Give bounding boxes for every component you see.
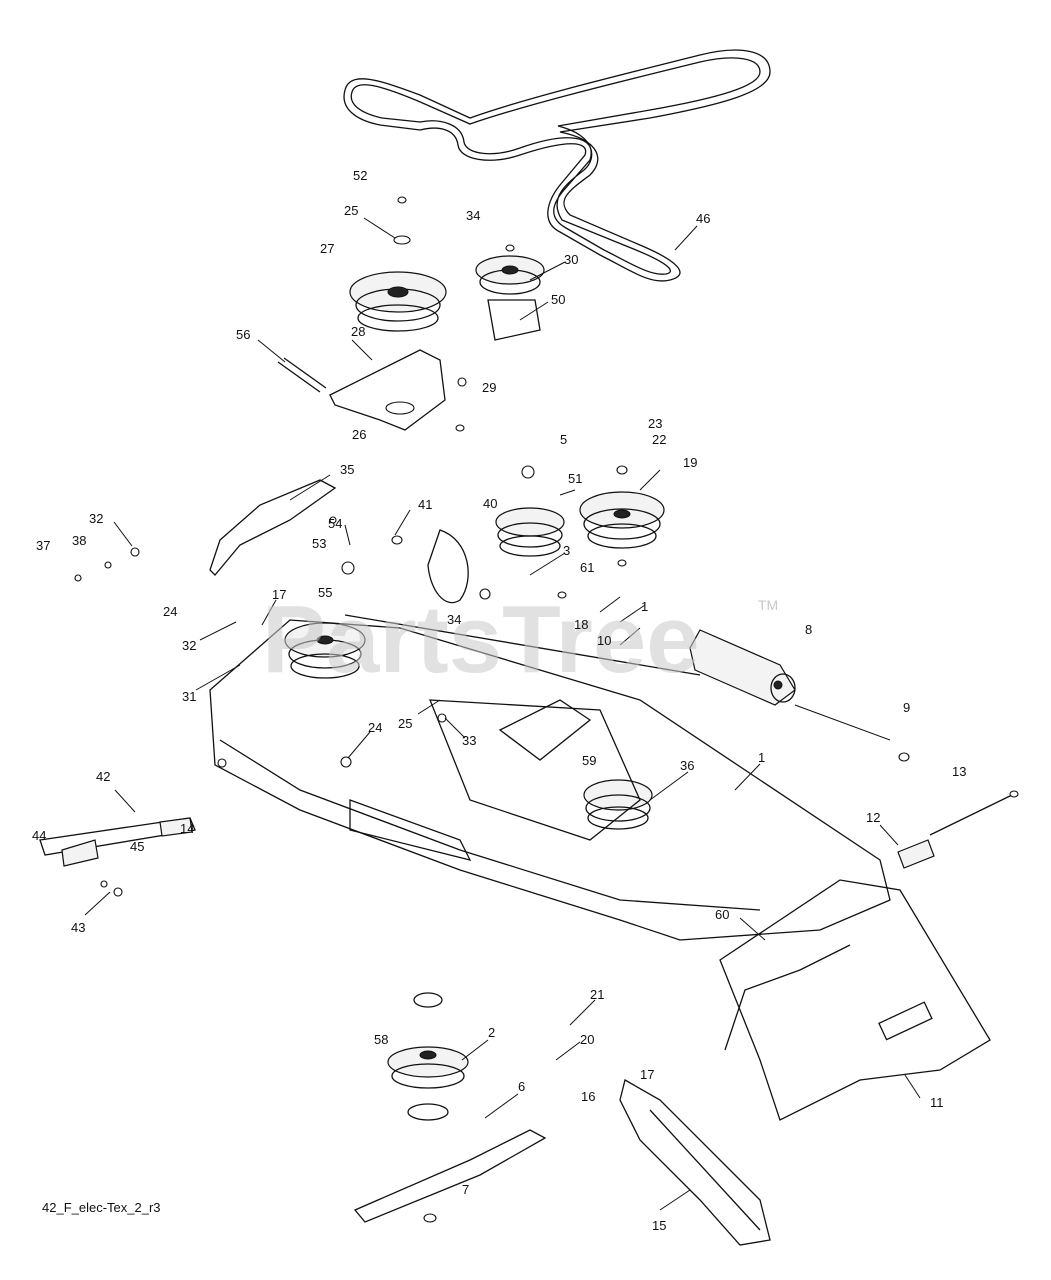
callout-24-left: 24	[163, 604, 177, 619]
callout-11: 11	[930, 1095, 944, 1110]
callout-1-mid: 1	[758, 750, 765, 765]
callout-56: 56	[236, 327, 250, 342]
callout-27: 27	[320, 241, 334, 256]
callout-14: 14	[180, 821, 194, 836]
callout-29: 29	[482, 380, 496, 395]
diagram-code-caption: 42_F_elec-Tex_2_r3	[42, 1200, 161, 1215]
deck-pulley-40	[495, 507, 565, 557]
callout-34: 34	[466, 208, 480, 223]
callout-22: 22	[652, 432, 666, 447]
idler-pulley-upper-left	[349, 271, 447, 332]
callout-19: 19	[683, 455, 697, 470]
callout-10: 10	[597, 633, 611, 648]
leader-lines	[84, 217, 921, 1211]
callout-59: 59	[582, 753, 596, 768]
callout-50: 50	[551, 292, 565, 307]
callout-3: 3	[563, 543, 570, 558]
callout-41: 41	[418, 497, 432, 512]
callout-43: 43	[71, 920, 85, 935]
callout-8: 8	[805, 622, 812, 637]
callout-33: 33	[462, 733, 476, 748]
callout-labels: 52 25 34 27 30 46 50 56 28 29 26 23 22 5…	[32, 168, 966, 1233]
callout-54: 54	[328, 516, 342, 531]
deck-pulley-59	[583, 779, 653, 830]
callout-15: 15	[652, 1218, 666, 1233]
callout-16: 16	[581, 1089, 595, 1104]
baffle	[619, 1079, 771, 1246]
callout-23: 23	[648, 416, 662, 431]
drive-belt	[343, 49, 771, 282]
callout-35: 35	[340, 462, 354, 477]
callout-51: 51	[568, 471, 582, 486]
callout-31: 31	[182, 689, 196, 704]
callout-25-mid: 25	[398, 716, 412, 731]
callout-6: 6	[518, 1079, 525, 1094]
watermark-trademark: TM	[758, 597, 778, 613]
callout-5: 5	[560, 432, 567, 447]
deck-pulley-55	[284, 622, 366, 679]
callout-30: 30	[564, 252, 578, 267]
callout-13: 13	[952, 764, 966, 779]
callout-25: 25	[344, 203, 358, 218]
callout-46: 46	[696, 211, 710, 226]
spacer-12	[897, 839, 935, 869]
callout-17-bottom: 17	[640, 1067, 654, 1082]
callout-17-top: 17	[272, 587, 286, 602]
mower-deck	[209, 614, 891, 941]
callout-26: 26	[352, 427, 366, 442]
callout-40: 40	[483, 496, 497, 511]
callout-37: 37	[36, 538, 50, 553]
spring	[277, 357, 327, 393]
discharge-chute	[719, 879, 991, 1121]
belt-guard	[209, 479, 469, 604]
callout-20: 20	[580, 1032, 594, 1047]
callout-18: 18	[574, 617, 588, 632]
watermark-text: PartsTree	[262, 586, 700, 693]
callout-2: 2	[488, 1025, 495, 1040]
callout-34-mid: 34	[447, 612, 461, 627]
deck-pulley-19	[579, 491, 665, 549]
callout-36: 36	[680, 758, 694, 773]
callout-21: 21	[590, 987, 604, 1002]
callout-32-mid: 32	[182, 638, 196, 653]
callout-32-left: 32	[89, 511, 103, 526]
callout-1-top: 1	[641, 599, 648, 614]
callout-38: 38	[72, 533, 86, 548]
callout-28: 28	[351, 324, 365, 339]
callout-24-mid: 24	[368, 720, 382, 735]
callout-61: 61	[580, 560, 594, 575]
blade	[353, 1129, 547, 1223]
callout-60: 60	[715, 907, 729, 922]
hardware-upper	[74, 196, 910, 897]
bolt-13	[929, 790, 1019, 836]
callout-42: 42	[96, 769, 110, 784]
callout-7: 7	[462, 1182, 469, 1197]
callout-52: 52	[353, 168, 367, 183]
idler-pulley-upper-right	[475, 255, 545, 341]
callout-44: 44	[32, 828, 46, 843]
callout-12: 12	[866, 810, 880, 825]
callout-53: 53	[312, 536, 326, 551]
callout-45: 45	[130, 839, 144, 854]
lift-link	[39, 817, 196, 867]
callout-9: 9	[903, 700, 910, 715]
callout-55: 55	[318, 585, 332, 600]
callout-58: 58	[374, 1032, 388, 1047]
anti-scalp-roller	[689, 629, 891, 741]
spindle-assembly	[387, 992, 469, 1121]
idler-arm	[329, 349, 446, 431]
